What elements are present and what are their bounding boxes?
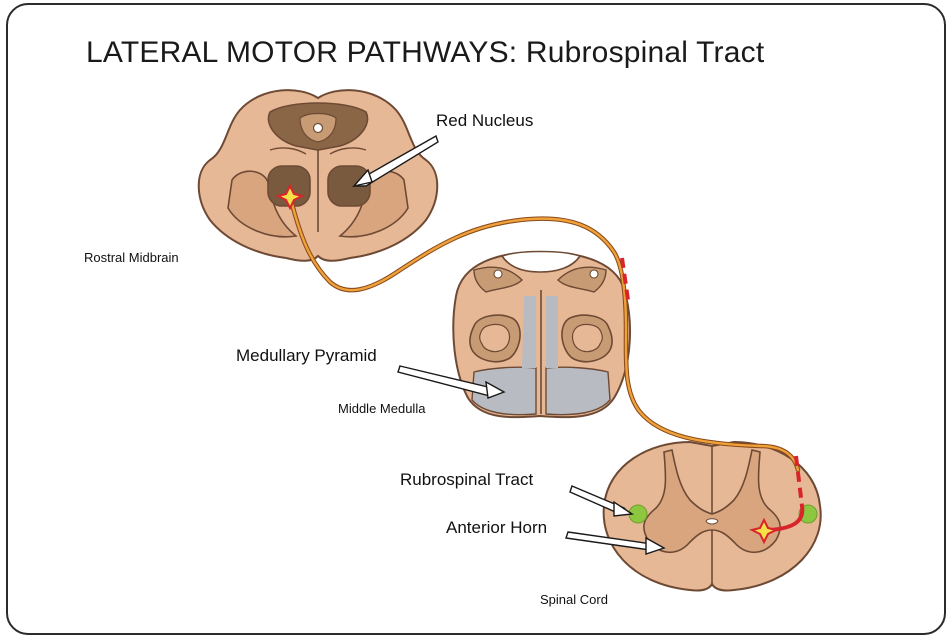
label-red-nucleus: Red Nucleus <box>436 111 533 131</box>
rostral-midbrain-section <box>199 90 438 261</box>
right-medullary-pyramid <box>546 367 610 414</box>
label-rubrospinal-tract: Rubrospinal Tract <box>400 470 533 490</box>
label-middle-medulla: Middle Medulla <box>338 401 425 416</box>
label-rostral-midbrain: Rostral Midbrain <box>84 250 179 265</box>
spinal-cord-section <box>604 442 821 591</box>
label-medullary-pyramid: Medullary Pyramid <box>236 346 377 366</box>
cerebral-aqueduct <box>314 124 323 133</box>
label-spinal-cord: Spinal Cord <box>540 592 608 607</box>
label-anterior-horn: Anterior Horn <box>446 518 547 538</box>
central-canal <box>706 519 718 524</box>
